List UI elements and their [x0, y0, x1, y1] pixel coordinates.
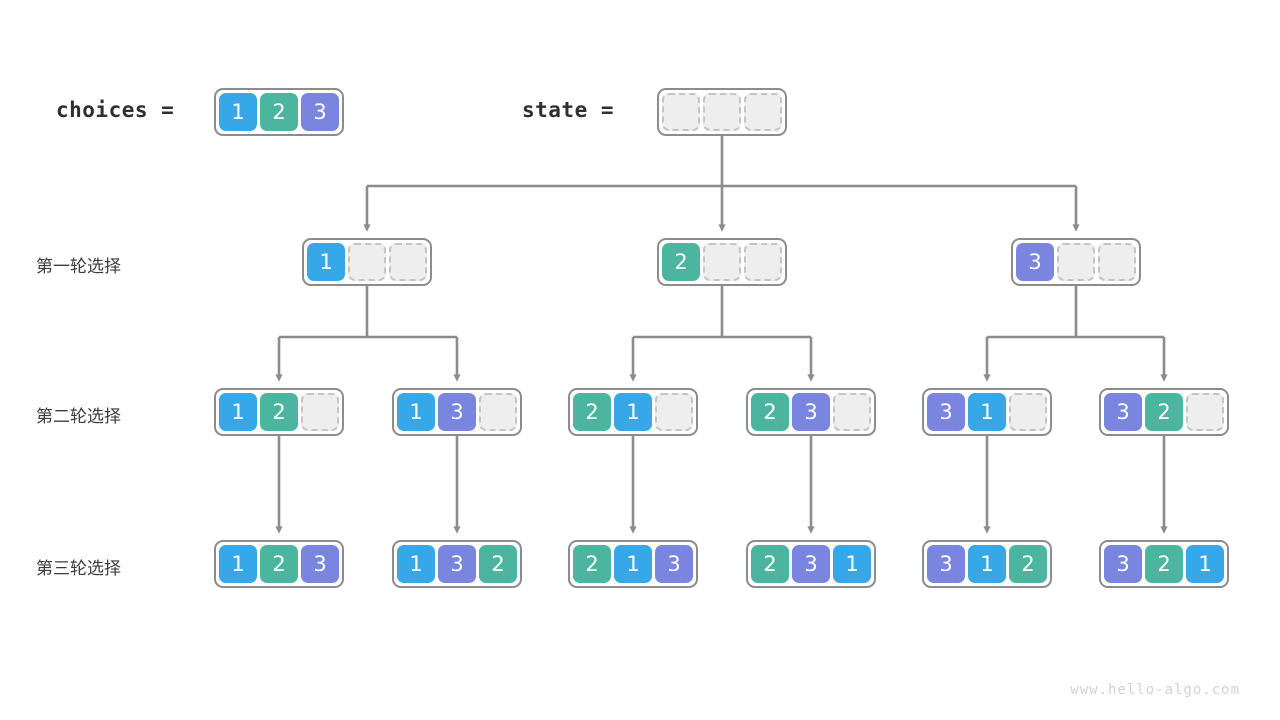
row-label-round-3: 第三轮选择: [36, 559, 121, 579]
array-cell-value: 3: [1104, 545, 1142, 583]
array-cell-empty: [479, 393, 517, 431]
array-cell-value: 2: [662, 243, 700, 281]
watermark: www.hello-algo.com: [1070, 682, 1240, 698]
tree-node-r1-n1: 1: [302, 238, 432, 286]
array-cell-empty: [655, 393, 693, 431]
array-cell-value: 2: [573, 393, 611, 431]
array-cell-empty: [1057, 243, 1095, 281]
array-cell-value: 2: [260, 393, 298, 431]
array-cell-value: 3: [792, 545, 830, 583]
array-cell-value: 3: [301, 93, 339, 131]
row-label-round-2: 第二轮选择: [36, 407, 121, 427]
array-cell-empty: [389, 243, 427, 281]
array-cell-value: 1: [219, 393, 257, 431]
array-cell-value: 1: [1186, 545, 1224, 583]
array-cell-value: 3: [438, 545, 476, 583]
array-cell-value: 1: [833, 545, 871, 583]
array-cell-value: 2: [1145, 393, 1183, 431]
array-cell-empty: [703, 93, 741, 131]
choices-label: choices =: [56, 98, 175, 122]
array-cell-value: 1: [614, 545, 652, 583]
array-cell-value: 2: [260, 93, 298, 131]
array-cell-value: 2: [573, 545, 611, 583]
array-cell-value: 3: [655, 545, 693, 583]
array-cell-value: 1: [614, 393, 652, 431]
array-cell-empty: [703, 243, 741, 281]
array-cell-value: 1: [968, 545, 1006, 583]
array-cell-empty: [301, 393, 339, 431]
array-cell-empty: [348, 243, 386, 281]
array-cell-empty: [1186, 393, 1224, 431]
array-cell-empty: [662, 93, 700, 131]
array-cell-value: 2: [1145, 545, 1183, 583]
array-cell-value: 2: [751, 393, 789, 431]
array-cell-value: 2: [751, 545, 789, 583]
array-cell-empty: [744, 93, 782, 131]
row-label-round-1: 第一轮选择: [36, 257, 121, 277]
array-cell-value: 3: [927, 393, 965, 431]
array-cell-value: 1: [307, 243, 345, 281]
array-cell-empty: [1098, 243, 1136, 281]
array-cell-value: 2: [1009, 545, 1047, 583]
array-cell-empty: [1009, 393, 1047, 431]
array-cell-value: 3: [1016, 243, 1054, 281]
array-cell-value: 3: [1104, 393, 1142, 431]
array-cell-value: 3: [792, 393, 830, 431]
array-cell-value: 1: [219, 93, 257, 131]
array-cell-value: 3: [927, 545, 965, 583]
array-cell-value: 1: [397, 545, 435, 583]
array-cell-value: 3: [301, 545, 339, 583]
array-cell-value: 2: [479, 545, 517, 583]
array-cell-empty: [833, 393, 871, 431]
tree-node-r1-n2: 2: [657, 238, 787, 286]
tree-node-r1-n3: 3: [1011, 238, 1141, 286]
array-cell-empty: [744, 243, 782, 281]
array-cell-value: 1: [219, 545, 257, 583]
state-array: [657, 88, 787, 136]
state-label: state =: [522, 98, 615, 122]
array-cell-value: 2: [260, 545, 298, 583]
array-cell-value: 1: [968, 393, 1006, 431]
array-cell-value: 3: [438, 393, 476, 431]
array-cell-value: 1: [397, 393, 435, 431]
